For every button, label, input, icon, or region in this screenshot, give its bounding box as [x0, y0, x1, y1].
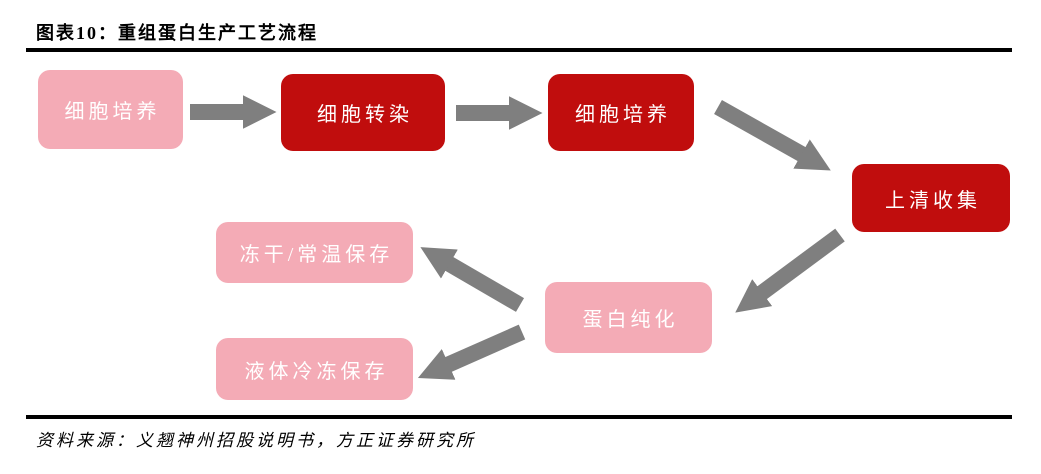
- node-cell-culture-2: 细胞培养: [548, 74, 694, 151]
- arrow-cell-culture-2-to-supernatant-collection: [714, 100, 831, 171]
- arrow-supernatant-collection-to-protein-purification: [735, 228, 845, 313]
- arrow-protein-purification-to-lyophilized-storage: [420, 247, 525, 312]
- arrow-protein-purification-to-liquid-frozen-storage: [417, 324, 526, 380]
- node-lyophilized-storage: 冻干/常温保存: [216, 222, 413, 283]
- bottom-rule: [26, 415, 1012, 419]
- node-supernatant-collection: 上清收集: [852, 164, 1010, 232]
- node-cell-transfection: 细胞转染: [281, 74, 445, 151]
- node-protein-purification: 蛋白纯化: [545, 282, 712, 353]
- top-rule: [26, 48, 1012, 52]
- node-liquid-frozen-storage: 液体冷冻保存: [216, 338, 413, 400]
- figure-title: 图表10：重组蛋白生产工艺流程: [36, 23, 318, 43]
- node-cell-culture-1: 细胞培养: [38, 70, 183, 149]
- source-attribution: 资料来源：义翘神州招股说明书，方正证券研究所: [36, 431, 476, 450]
